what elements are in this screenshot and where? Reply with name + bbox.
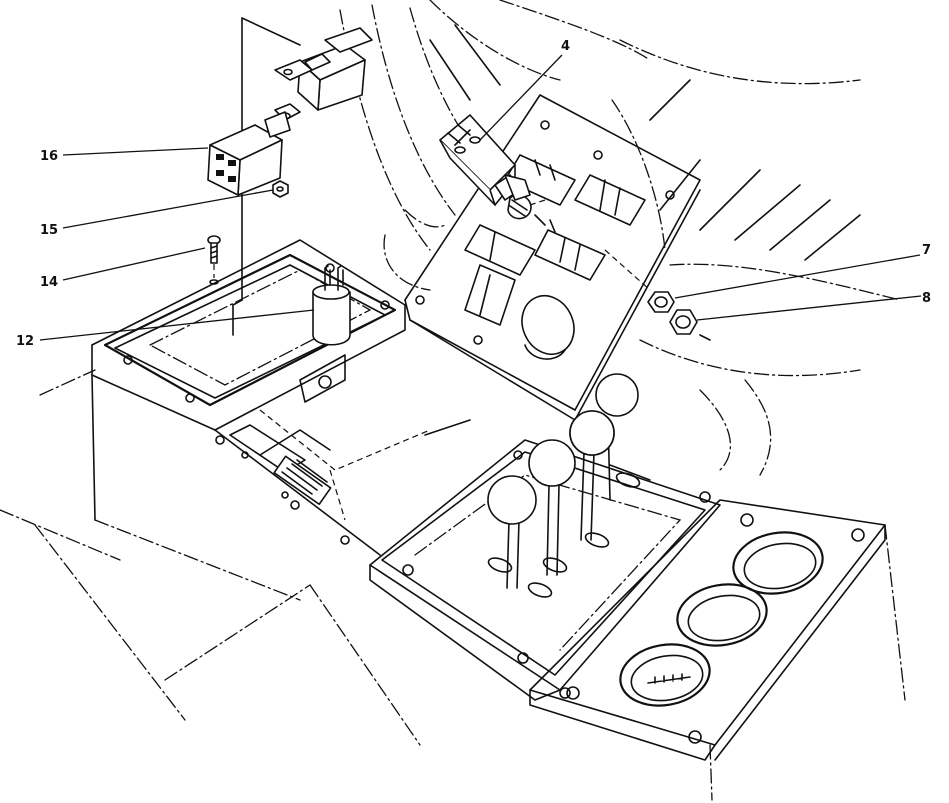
gauge-panel: [529, 499, 886, 761]
console-body: [91, 239, 471, 601]
control-levers: [487, 373, 639, 589]
gauge-bottom: [619, 643, 711, 707]
hex-nut: [669, 309, 711, 341]
nut: [272, 180, 289, 198]
switch-panel: [404, 94, 701, 421]
screw: [207, 235, 221, 285]
callout-16: 16: [40, 149, 58, 164]
floor-lines: [0, 369, 906, 801]
callout-7: 7: [922, 243, 931, 258]
relay-upper: [274, 27, 373, 111]
relay-assembly: [207, 17, 373, 336]
relay-lower: [207, 111, 291, 196]
leader-lines: [39, 54, 922, 341]
callout-15: 15: [40, 223, 58, 238]
callout-4: 4: [561, 39, 570, 54]
flasher-unit: [312, 265, 351, 346]
gauge-middle: [676, 583, 768, 647]
callout-12: 12: [16, 334, 34, 349]
lock-washer: [647, 291, 675, 313]
callout-8: 8: [922, 291, 931, 306]
callouts: 4 7 8 12 14 15 16: [16, 39, 931, 349]
toggle-switch: [439, 114, 532, 220]
gauge-top: [732, 531, 824, 595]
callout-14: 14: [40, 275, 58, 290]
